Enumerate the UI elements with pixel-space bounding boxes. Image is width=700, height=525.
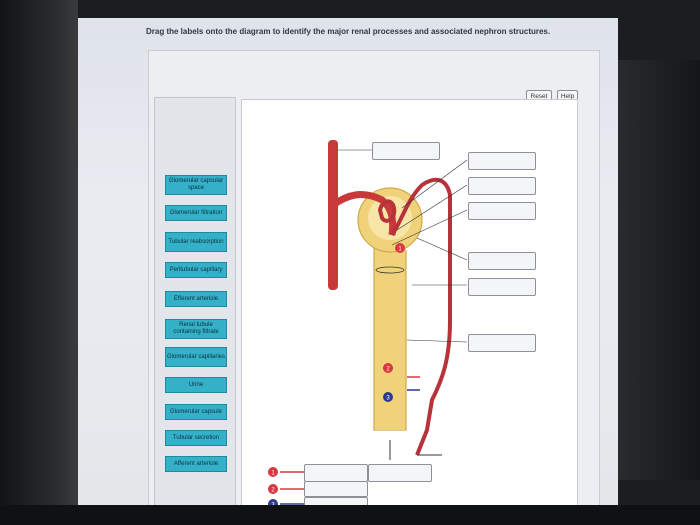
- marker-3-diagram: [383, 392, 393, 402]
- label-glomerular-capillaries[interactable]: Glomerular capillaries: [165, 347, 227, 367]
- marker-2-legend: [268, 484, 278, 494]
- glomerular-capillaries-shape: [377, 199, 397, 223]
- label-tubular-reabsorption[interactable]: Tubular reabsorption: [165, 232, 227, 252]
- label-peritubular-capillary[interactable]: Peritubular capillary: [165, 262, 227, 278]
- drop-target-6[interactable]: [468, 278, 536, 296]
- drop-target-7[interactable]: [468, 334, 536, 352]
- marker-3-diagram-text: 3: [386, 396, 390, 402]
- peritubular-capillary-shape: [390, 177, 452, 456]
- label-bank: Glomerular capsular space Glomerular fil…: [154, 97, 236, 509]
- drop-target-3[interactable]: [468, 177, 536, 195]
- tubule-section-ring: [375, 266, 405, 274]
- marker-1-diagram-text: 1: [398, 247, 402, 253]
- label-glomerular-capsule[interactable]: Glomerular capsule: [165, 404, 227, 420]
- marker-1-diagram: [395, 243, 405, 253]
- nephron-diagram: 1 2 3 1 2 3: [241, 99, 578, 507]
- label-renal-tubule[interactable]: Renal tubule containing filtrate: [165, 319, 227, 339]
- label-afferent-arteriole[interactable]: Afferent arteriole: [165, 456, 227, 472]
- activity-panel: Reset Help Glomerular capsular space Glo…: [148, 50, 600, 510]
- instruction-text: Drag the labels onto the diagram to iden…: [146, 27, 551, 36]
- marker-1-legend: [268, 467, 278, 477]
- screen: Drag the labels onto the diagram to iden…: [78, 18, 618, 510]
- label-tubular-secretion[interactable]: Tubular secretion: [165, 430, 227, 446]
- marker-2-diagram-text: 2: [386, 367, 390, 373]
- drop-target-5[interactable]: [468, 252, 536, 270]
- vessel-shape: [328, 140, 338, 290]
- label-urine[interactable]: Urine: [165, 377, 227, 393]
- drop-target-8[interactable]: [304, 464, 368, 482]
- marker-2-legend-text: 2: [271, 488, 275, 494]
- afferent-arteriole-shape: [330, 191, 397, 236]
- marker-1-legend-text: 1: [271, 471, 275, 477]
- drop-target-10[interactable]: [304, 481, 368, 497]
- monitor-bezel-bottom: [0, 505, 700, 525]
- drop-target-4[interactable]: [468, 202, 536, 220]
- drop-target-2[interactable]: [468, 152, 536, 170]
- nephron-illustration: 1 2 3 1 2 3: [268, 140, 468, 506]
- marker-3-legend-text: 3: [271, 503, 275, 506]
- drop-target-1[interactable]: [372, 142, 440, 160]
- marker-2-diagram: [383, 363, 393, 373]
- label-glomerular-capsular-space[interactable]: Glomerular capsular space: [165, 175, 227, 195]
- drop-target-9[interactable]: [368, 464, 432, 482]
- label-glomerular-filtration[interactable]: Glomerular filtration: [165, 205, 227, 221]
- tubule-fill: [375, 250, 405, 430]
- monitor-bezel-left: [0, 0, 78, 525]
- label-efferent-arteriole[interactable]: Efferent arteriole: [165, 291, 227, 307]
- marker-3-legend: [268, 499, 278, 505]
